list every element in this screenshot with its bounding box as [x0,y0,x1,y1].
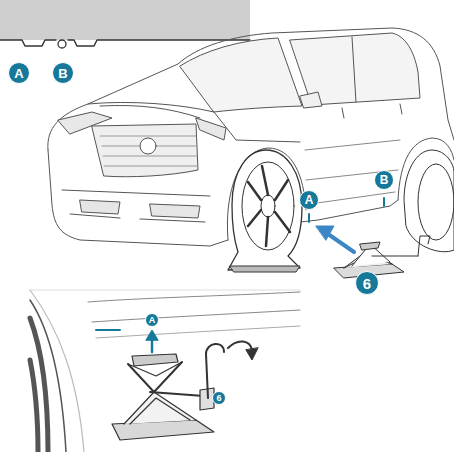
callout-label: B [374,170,394,190]
jack [334,236,430,278]
placement-arrow [316,226,354,252]
detail-inset [30,290,300,452]
callout-label: B [52,62,74,84]
front-wheel [228,150,302,272]
callout-label: 6 [355,271,379,295]
callout-label: 6 [212,391,226,405]
callout-label: A [299,190,319,210]
callout-label: A [8,62,30,84]
sill-detail-inset [0,0,250,48]
callout-label: A [145,313,159,327]
